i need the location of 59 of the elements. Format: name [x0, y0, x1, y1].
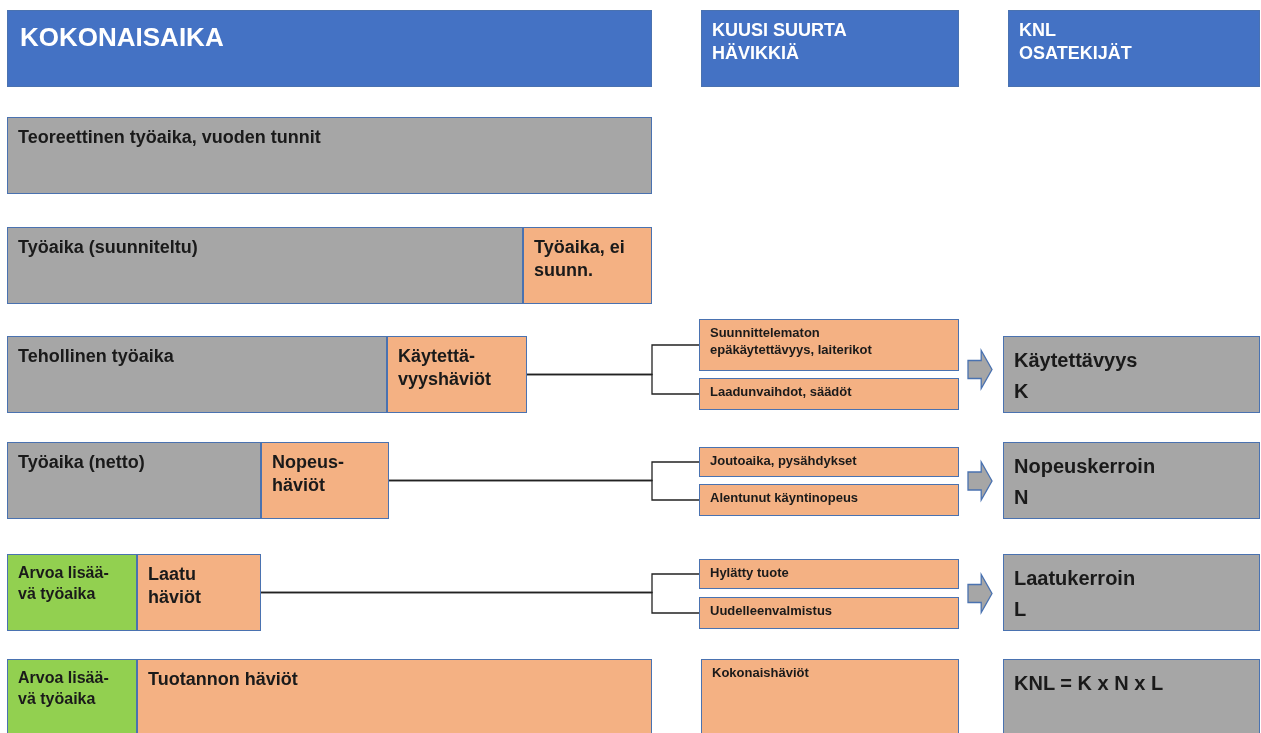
time-bar — [7, 117, 652, 194]
node-label: Nopeuskerroin — [1014, 454, 1157, 479]
node-label: Tehollinen työaika — [18, 345, 175, 368]
value-time-box — [7, 554, 137, 631]
factor-box — [1003, 442, 1260, 519]
header-box — [1008, 10, 1260, 87]
node-label: Työaika, ei suunn. — [534, 236, 626, 283]
loss-cause-box — [701, 659, 959, 733]
node-label: KOKONAISAIKA — [20, 21, 225, 54]
block-arrow — [967, 459, 993, 503]
node-label: Käytettävyys — [1014, 348, 1139, 373]
time-bar — [7, 442, 261, 519]
node-label: Laatu häviöt — [148, 563, 202, 610]
node-label: Tuotannon häviöt — [148, 668, 299, 691]
node-label: Hylätty tuote — [710, 565, 790, 582]
value-time-box — [7, 659, 137, 733]
connector-line — [526, 373, 700, 395]
loss-box — [137, 659, 652, 733]
loss-cause-box — [699, 447, 959, 477]
node-label: K — [1014, 379, 1030, 404]
node-label: Joutoaika, pysähdykset — [710, 453, 858, 470]
node-label: Laatukerroin — [1014, 566, 1137, 591]
connector-line — [260, 591, 700, 614]
block-arrow — [967, 572, 993, 615]
connector-line — [388, 479, 700, 501]
node-label: Suunnittelematon epäkäytettävyys, laiterikot — [710, 325, 873, 359]
loss-box — [387, 336, 527, 413]
header-box — [7, 10, 652, 87]
block-arrow — [967, 348, 993, 391]
node-label: Työaika (suunniteltu) — [18, 236, 199, 259]
node-label: KNL OSATEKIJÄT — [1019, 19, 1133, 66]
loss-cause-box — [699, 597, 959, 629]
node-label: Alentunut käyntinopeus — [710, 490, 860, 507]
node-label: Nopeus- häviöt — [272, 451, 345, 498]
node-label: Arvoa lisää- vä työaika — [18, 668, 110, 709]
factor-box — [1003, 336, 1260, 413]
node-label: Kokonaishäviöt — [712, 665, 810, 682]
node-label: KUUSI SUURTA HÄVIKKIÄ — [712, 19, 847, 66]
loss-cause-box — [699, 378, 959, 410]
factor-box — [1003, 659, 1260, 733]
time-bar — [7, 336, 387, 413]
loss-box — [137, 554, 261, 631]
node-label: Käytettä- vyyshäviöt — [398, 345, 493, 392]
node-label: Laadunvaihdot, säädöt — [710, 384, 853, 401]
factor-box — [1003, 554, 1260, 631]
node-label: Arvoa lisää- vä työaika — [18, 563, 110, 604]
time-bar — [7, 227, 523, 304]
loss-cause-box — [699, 319, 959, 371]
node-label: KNL = K x N x L — [1014, 671, 1165, 696]
loss-cause-box — [699, 484, 959, 516]
loss-box — [523, 227, 652, 304]
node-label: Teoreettinen työaika, vuoden tunnit — [18, 126, 322, 149]
node-label: Uudelleenvalmistus — [710, 603, 834, 620]
node-label: Työaika (netto) — [18, 451, 146, 474]
loss-box — [261, 442, 389, 519]
node-label: N — [1014, 485, 1030, 510]
loss-cause-box — [699, 559, 959, 589]
node-label: L — [1014, 597, 1028, 622]
header-box — [701, 10, 959, 87]
